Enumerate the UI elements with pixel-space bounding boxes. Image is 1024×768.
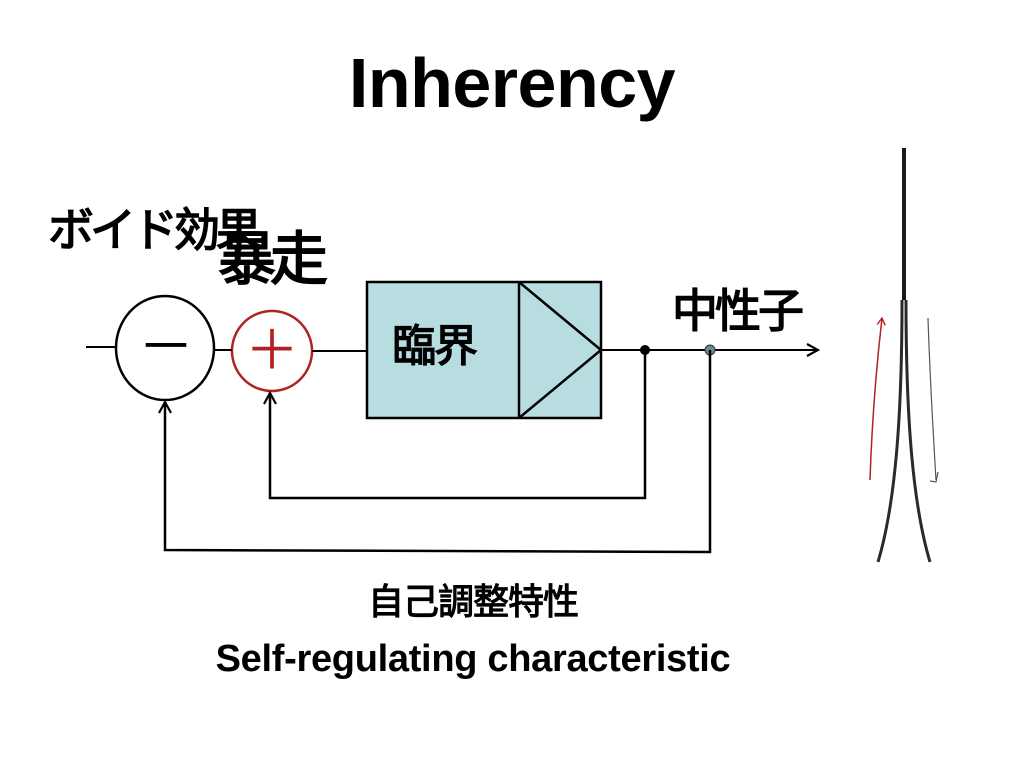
falling-arrow-gray bbox=[927, 317, 937, 481]
runaway-label: 暴走 bbox=[218, 225, 328, 293]
neutron-output-label: 中性子 bbox=[672, 284, 804, 338]
caption-japanese: 自己調整特性 bbox=[367, 582, 579, 623]
void-effect-label: ボイド効果 bbox=[48, 203, 262, 257]
positive-feedback-loop bbox=[270, 350, 647, 500]
slide-title: Inherency bbox=[348, 44, 676, 122]
critical-block-label: 臨界 bbox=[392, 321, 478, 372]
caption-english: Self-regulating characteristic bbox=[215, 638, 731, 680]
falling-arrow-head bbox=[929, 471, 939, 483]
rising-arrow-red bbox=[869, 316, 886, 481]
negative-feedback-loop bbox=[165, 350, 712, 554]
peak-right-flank bbox=[904, 299, 932, 563]
plus-symbol: ＋ bbox=[245, 319, 299, 382]
minus-symbol: － bbox=[138, 315, 194, 380]
peak-left-flank bbox=[876, 299, 904, 563]
